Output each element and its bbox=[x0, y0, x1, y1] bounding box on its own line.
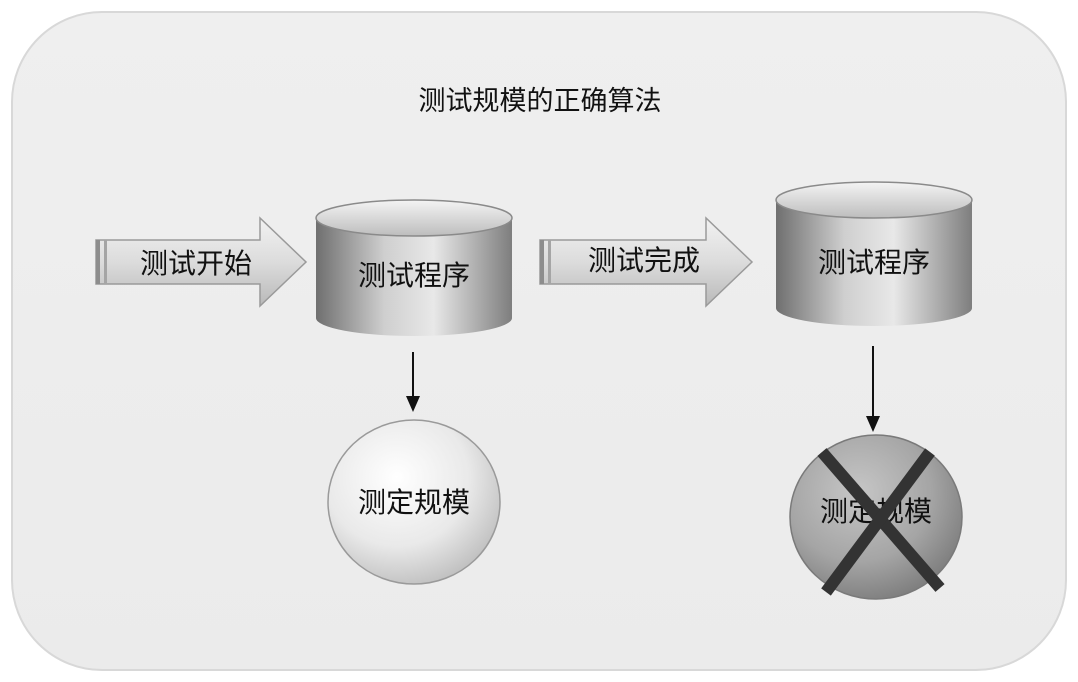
down-arrow-right bbox=[866, 346, 880, 432]
arrow-test-start-label: 测试开始 bbox=[140, 247, 252, 280]
circle-measure-scale-left-label: 测定规模 bbox=[358, 486, 470, 519]
arrow-test-done: 测试完成 bbox=[539, 216, 754, 308]
diagram-title: 测试规模的正确算法 bbox=[419, 86, 662, 117]
down-arrow-left bbox=[406, 352, 420, 412]
cylinder-test-program-left-label: 测试程序 bbox=[358, 259, 470, 292]
cylinder-test-program-left: 测试程序 bbox=[315, 199, 513, 336]
arrow-test-done-label: 测试完成 bbox=[588, 244, 700, 277]
circle-measure-scale-left: 测定规模 bbox=[327, 419, 501, 585]
cylinder-test-program-right: 测试程序 bbox=[775, 181, 973, 326]
cylinder-test-program-right-label: 测试程序 bbox=[818, 246, 930, 279]
arrow-test-start: 测试开始 bbox=[95, 216, 308, 308]
cross-mark-icon bbox=[817, 448, 945, 596]
